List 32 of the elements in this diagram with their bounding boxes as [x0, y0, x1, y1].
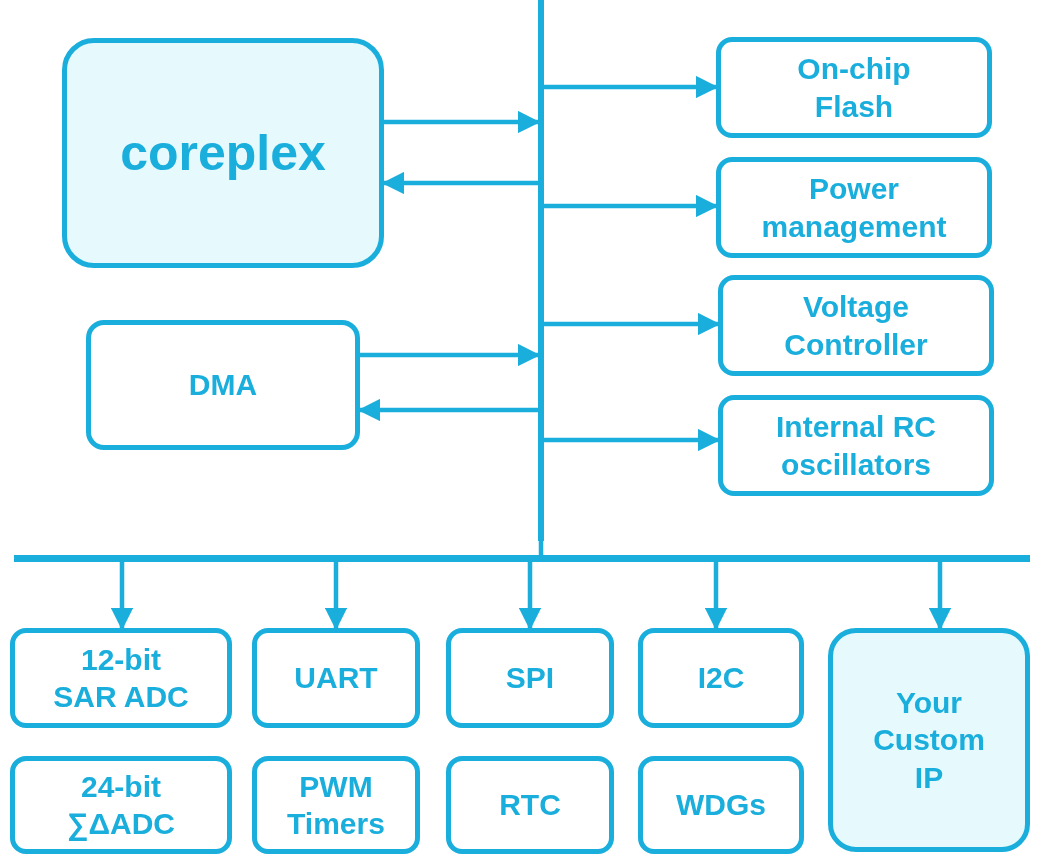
block-label: Voltage Controller [783, 289, 929, 363]
block [716, 157, 992, 258]
block [718, 395, 994, 496]
block [62, 38, 384, 268]
block [86, 320, 360, 450]
block [10, 756, 232, 854]
block-label: Power management [760, 171, 948, 245]
arrow [384, 110, 541, 134]
block [252, 628, 420, 728]
block [638, 756, 804, 854]
block-label: UART [294, 660, 378, 697]
block-label: DMA [188, 367, 258, 404]
block-label: WDGs [676, 787, 766, 824]
block-label: On-chip Flash [796, 51, 912, 125]
block-label: 12-bit SAR ADC [52, 641, 190, 715]
block-label: Your Custom IP [872, 684, 986, 796]
block [638, 628, 804, 728]
block-label: RTC [499, 787, 561, 824]
arrow [360, 343, 541, 367]
block [828, 628, 1030, 852]
block [446, 756, 614, 854]
block-label: coreplex [120, 123, 326, 183]
block-label: Internal RC oscillators [775, 409, 937, 483]
block-label: I2C [697, 660, 745, 697]
block-label: SPI [505, 660, 555, 697]
block [718, 275, 994, 376]
block-label: 24-bit ∑ΔADC [66, 768, 176, 843]
block-label: PWM Timers [286, 768, 386, 842]
block [252, 756, 420, 854]
block [446, 628, 614, 728]
block [10, 628, 232, 728]
block [716, 37, 992, 138]
